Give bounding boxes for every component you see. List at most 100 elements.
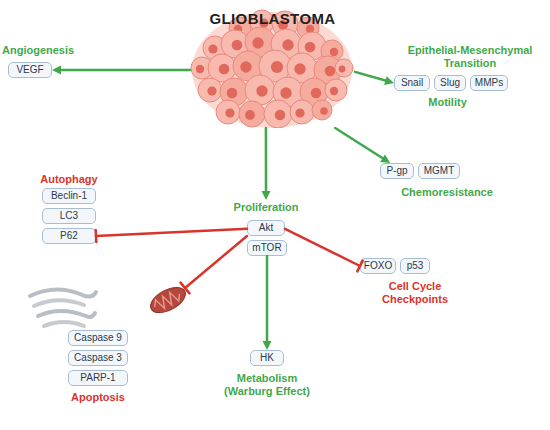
connector-line <box>266 256 269 342</box>
node-text: MGMT <box>419 164 459 178</box>
process-box: P62 <box>42 228 96 244</box>
node-text: Caspase 3 <box>69 351 127 365</box>
section-heading: Motility <box>390 96 505 109</box>
connector <box>335 128 390 163</box>
node-text: LC3 <box>43 209 95 223</box>
connector-line <box>285 229 360 266</box>
node-text: Caspase 9 <box>69 331 127 345</box>
cell-nucleus <box>280 87 291 98</box>
connector <box>355 72 394 85</box>
cell-nucleus <box>240 61 251 72</box>
cell-nucleus <box>330 87 338 95</box>
section-heading: Chemoresistance <box>392 186 502 199</box>
mitochondrion <box>147 282 190 317</box>
cell-nucleus <box>232 40 243 51</box>
connector-line <box>355 72 386 81</box>
process-box: mTOR <box>247 240 287 256</box>
tumor-cell <box>335 59 353 77</box>
process-box: Caspase 9 <box>68 330 128 346</box>
connector <box>285 229 363 272</box>
process-box: LC3 <box>42 208 96 224</box>
tumor-title: GLIOBLASTOMA <box>190 10 355 27</box>
tumor-cell <box>325 79 347 101</box>
node-text: MMPs <box>471 76 507 90</box>
cell-nucleus <box>207 86 216 95</box>
arrow-head <box>263 341 272 350</box>
process-box: Slug <box>434 75 466 91</box>
node-text: mTOR <box>248 241 286 255</box>
node-text: P62 <box>43 229 95 243</box>
cell-nucleus <box>320 107 328 115</box>
tumor-cell <box>245 75 275 105</box>
section-heading: Cell Cycle Checkpoints <box>370 280 460 306</box>
tumor-cell <box>239 101 265 127</box>
node-text: Beclin-1 <box>43 189 95 203</box>
process-box: VEGF <box>8 62 52 78</box>
connector <box>96 229 247 242</box>
connector <box>262 128 271 200</box>
cell-nucleus <box>256 85 267 96</box>
process-box: P-gp <box>380 163 414 179</box>
tumor-title-wrap: GLIOBLASTOMA <box>190 10 355 27</box>
section-heading: Autophagy <box>30 173 108 186</box>
connector-line <box>60 69 190 72</box>
node-text: HK <box>251 351 283 365</box>
tumor-cell <box>216 100 240 124</box>
node-text: Slug <box>435 76 465 90</box>
process-box: ProliferationAkt <box>247 200 285 236</box>
cell-nucleus <box>271 61 283 73</box>
tumor-cell <box>290 100 314 124</box>
process-box: PARP-1 <box>68 370 128 386</box>
cell-nucleus <box>208 44 217 53</box>
cell-nucleus <box>339 66 346 73</box>
connector <box>52 66 190 75</box>
inhibition-bar <box>357 261 362 272</box>
endoplasmic-reticulum <box>30 289 96 326</box>
tumor-cluster: GLIOBLASTOMA <box>190 6 355 128</box>
cell-nucleus <box>294 63 305 74</box>
cell-nucleus <box>245 110 255 120</box>
cell-nucleus <box>252 37 263 48</box>
cell-nucleus <box>275 110 286 121</box>
node-text: Akt <box>248 221 284 235</box>
cell-nucleus <box>219 64 230 75</box>
node-text: p53 <box>401 259 429 273</box>
node-text: PARP-1 <box>69 371 127 385</box>
arrow-head <box>262 191 271 200</box>
connector <box>263 256 272 350</box>
cell-nucleus <box>282 39 293 50</box>
process-box: Beclin-1 <box>42 188 96 204</box>
tumor-cell <box>312 100 332 120</box>
node-text: P-gp <box>381 164 413 178</box>
group-heading: Proliferation <box>196 200 336 214</box>
tumor-cell <box>264 100 292 128</box>
cell-nucleus <box>196 65 204 73</box>
node-text: FOXO <box>361 259 395 273</box>
section-heading: Metabolism (Warburg Effect) <box>212 372 322 398</box>
process-box: MMPs <box>470 75 508 91</box>
process-box: p53 <box>400 258 430 274</box>
connector-line <box>96 229 247 236</box>
tumor-cell <box>198 78 222 102</box>
box-outline: Akt <box>247 220 285 236</box>
group-heading-wrap: Proliferation <box>196 200 336 214</box>
cell-nucleus <box>305 42 316 53</box>
arrow-head <box>380 154 390 163</box>
arrow-head <box>384 76 394 85</box>
cell-nucleus <box>311 88 322 99</box>
section-heading: Apoptosis <box>58 391 138 404</box>
connector-line <box>265 128 268 192</box>
process-box: FOXO <box>360 258 396 274</box>
inhibition-line <box>181 236 248 293</box>
process-box: Snail <box>394 75 430 91</box>
process-box: MGMT <box>418 163 460 179</box>
cell-nucleus <box>225 108 234 117</box>
process-box: Caspase 3 <box>68 350 128 366</box>
cell-nucleus <box>330 48 338 56</box>
connector-line <box>335 128 383 159</box>
node-text: VEGF <box>9 63 51 77</box>
section-heading: Epithelial-Mesenchymal Transition <box>395 44 545 70</box>
cell-nucleus <box>325 66 336 77</box>
cell-nucleus <box>295 108 304 117</box>
